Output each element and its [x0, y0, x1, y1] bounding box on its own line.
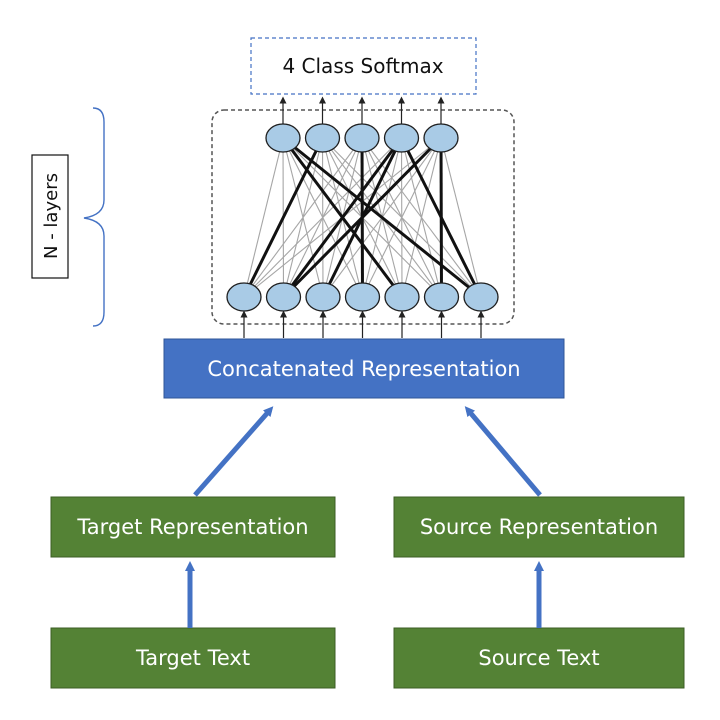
input-node [305, 282, 341, 312]
concat-label: Concatenated Representation [207, 357, 520, 381]
connection-strong [360, 137, 364, 298]
source-representation-box: Source Representation [393, 496, 685, 558]
connection [282, 137, 324, 298]
connection [243, 137, 284, 298]
connection-strong [242, 137, 324, 298]
output-node [265, 123, 301, 153]
connection [282, 137, 363, 298]
connection [440, 137, 482, 298]
connection-strong [400, 137, 483, 298]
input-node [226, 282, 262, 312]
input-node [423, 282, 460, 312]
source-text-label: Source Text [478, 646, 599, 670]
softmax-box: 4 Class Softmax [250, 37, 477, 95]
output-node [423, 123, 459, 153]
target-text-box: Target Text [50, 627, 336, 689]
arrow-target-representation-to-concat [193, 406, 274, 497]
neural-network [226, 96, 499, 338]
target-representation-label: Target Representation [76, 515, 308, 539]
input-node [265, 282, 302, 312]
concat-box: Concatenated Representation [163, 338, 565, 399]
layers-label: N - layers [41, 173, 62, 259]
connection-strong [281, 137, 404, 298]
input-node [384, 282, 420, 312]
output-node [304, 123, 341, 153]
target-text-label: Target Text [135, 646, 250, 670]
input-node [463, 282, 499, 312]
source-text-box: Source Text [393, 627, 685, 689]
layers-label-box: N - layers [31, 154, 69, 279]
layers-bracket [83, 107, 105, 327]
output-node [383, 123, 420, 153]
connection [322, 137, 482, 298]
connection-strong [282, 136, 482, 299]
arrow-source-representation-to-concat [464, 406, 542, 497]
output-node [344, 123, 380, 153]
softmax-label: 4 Class Softmax [282, 54, 443, 78]
source-representation-label: Source Representation [420, 515, 658, 539]
input-node [344, 282, 381, 312]
target-representation-box: Target Representation [50, 496, 336, 558]
